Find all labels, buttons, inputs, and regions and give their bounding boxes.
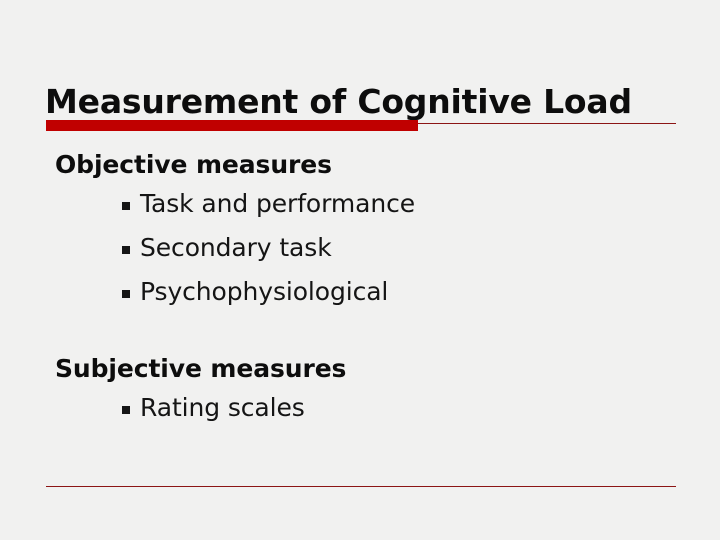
list-item: Task and performance [0,182,720,226]
list-item-label: Task and performance [140,189,415,218]
bullet-list-objective: Task and performance Secondary task Psyc… [0,182,720,314]
square-bullet-icon [122,226,131,270]
list-item: Secondary task [0,226,720,270]
bullet-list-subjective: Rating scales [0,386,720,430]
square-bullet-icon [122,386,131,430]
section-spacer [0,314,720,352]
section-heading-subjective: Subjective measures [55,354,347,383]
square-bullet-icon [122,270,131,314]
footer-rule [46,486,676,487]
square-bullet-icon [122,182,131,226]
slide-body: Objective measures Task and performance … [0,148,720,430]
section-heading-objective: Objective measures [55,150,332,179]
list-item-label: Secondary task [140,233,332,262]
divider-accent-bar [46,120,418,131]
slide-title: Measurement of Cognitive Load [45,82,632,122]
content-group-subjective: Subjective measures Rating scales [0,352,720,430]
list-item: Psychophysiological [0,270,720,314]
list-item: Rating scales [0,386,720,430]
list-item-label: Rating scales [140,393,305,422]
title-divider [46,119,676,131]
list-item-label: Psychophysiological [140,277,389,306]
content-group-objective: Objective measures Task and performance … [0,148,720,314]
